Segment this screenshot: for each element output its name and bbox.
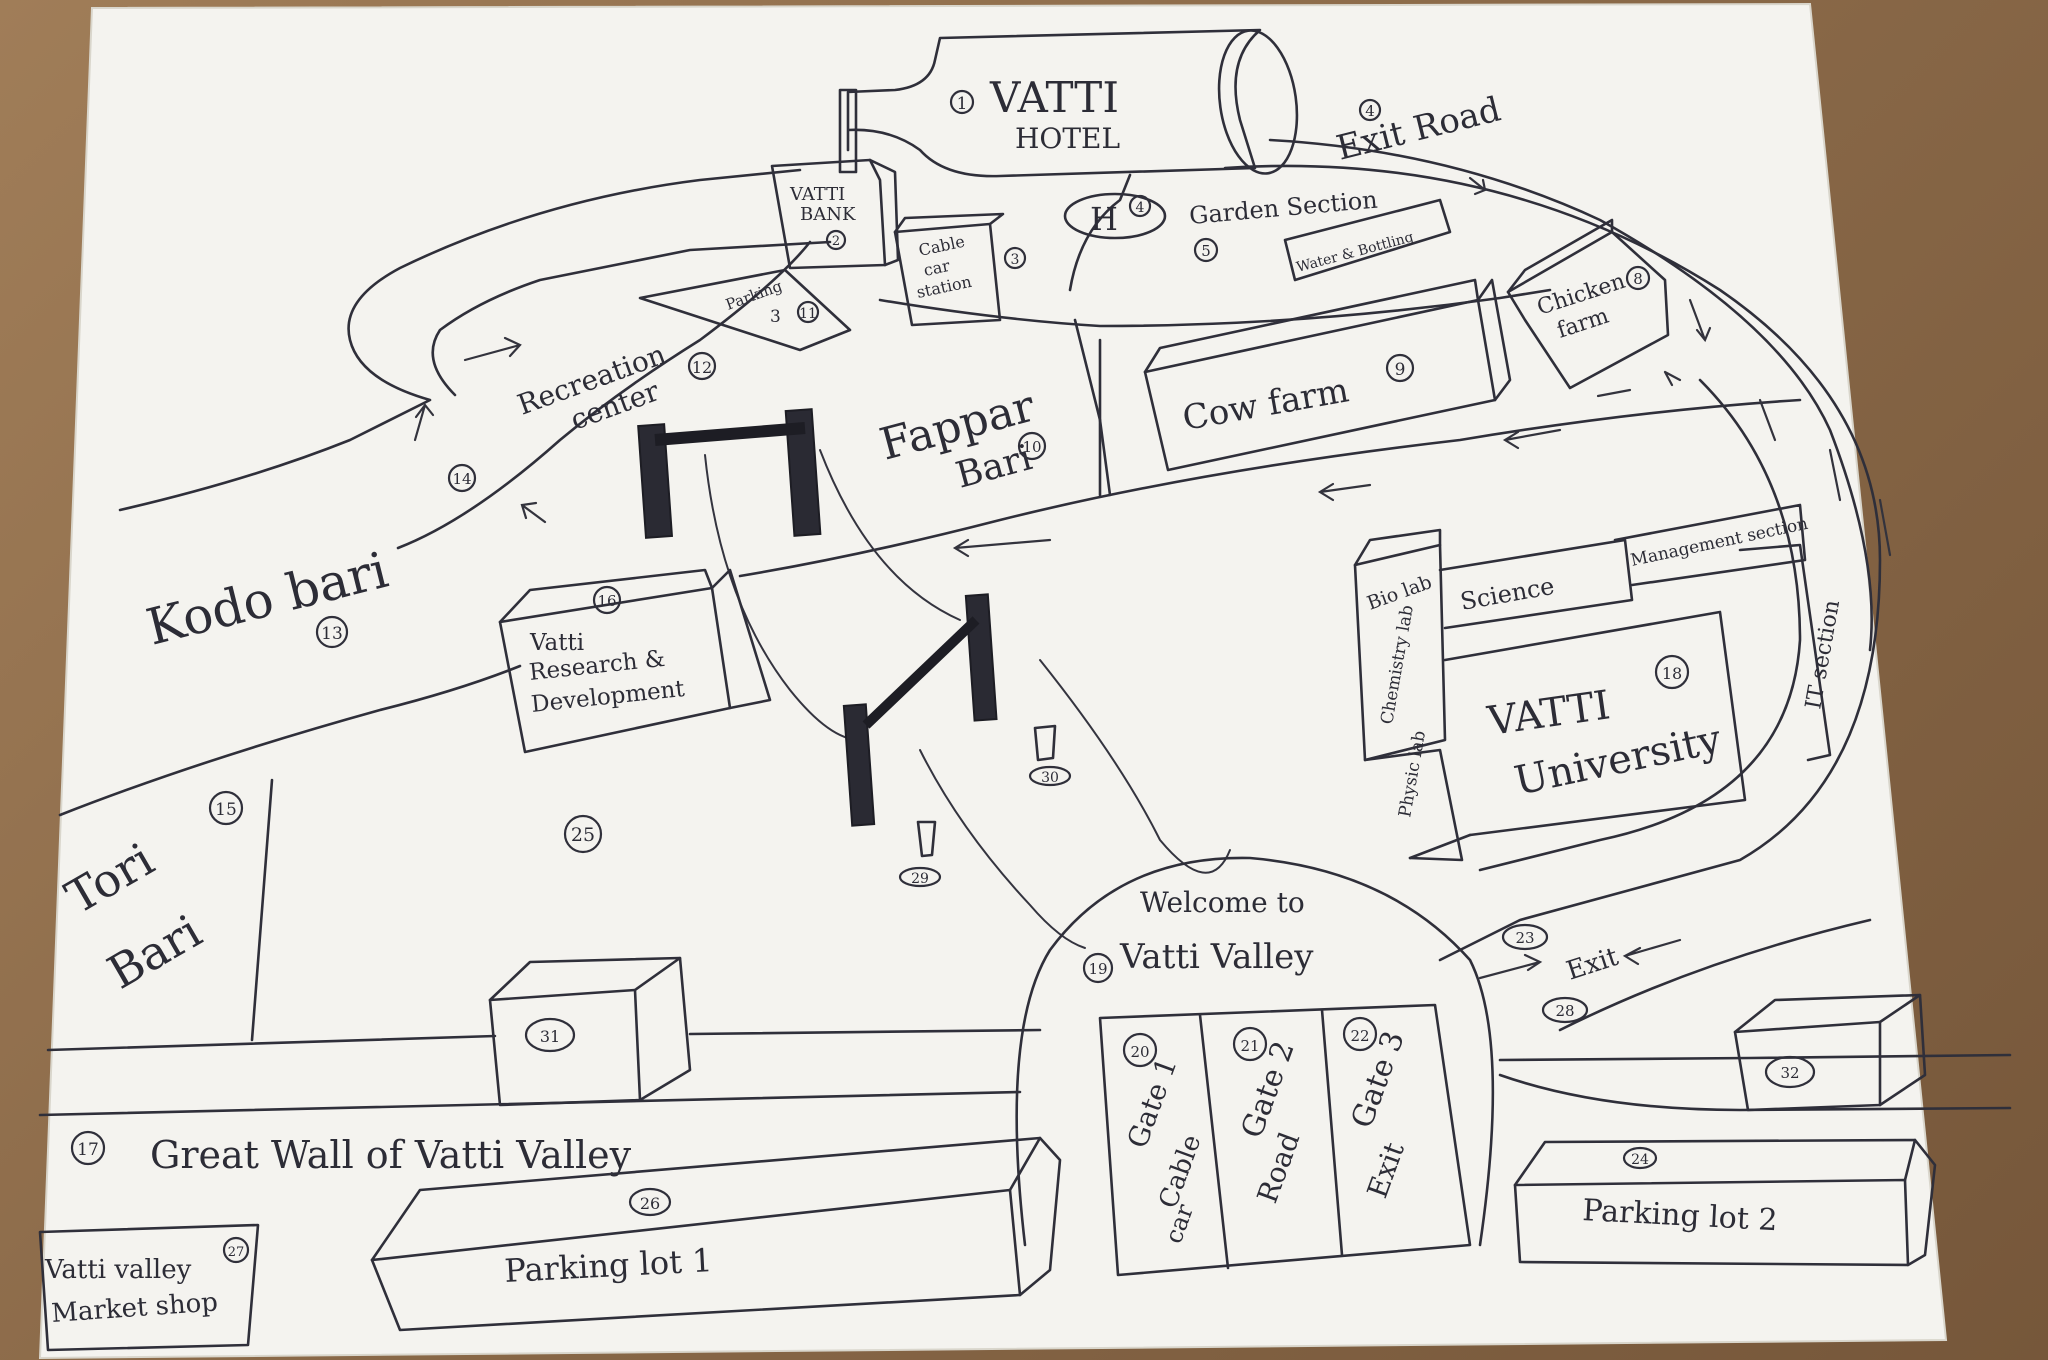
hotel-label-2: HOTEL [1015, 122, 1120, 155]
cable-car-30: 30 [1028, 724, 1072, 787]
svg-text:VATTI: VATTI [789, 184, 845, 205]
svg-text:4: 4 [1136, 200, 1145, 216]
svg-text:Vatti valley: Vatti valley [44, 1255, 192, 1285]
svg-text:H: H [1090, 200, 1118, 238]
svg-text:BANK: BANK [800, 204, 856, 225]
box-31: 31 [488, 956, 692, 1107]
svg-text:28: 28 [1555, 1002, 1574, 1020]
svg-text:25: 25 [571, 824, 595, 846]
svg-text:13: 13 [321, 624, 343, 644]
hotel-label-1: VATTI [989, 73, 1119, 122]
svg-text:27: 27 [228, 1245, 245, 1260]
cable-car-poles [637, 408, 998, 827]
parking-lot-1: 26 Parking lot 1 [370, 1136, 1062, 1332]
zone-25: 25 [563, 814, 603, 854]
svg-text:14: 14 [452, 470, 471, 488]
market-shop: Vatti valley Market shop 27 [38, 1223, 260, 1352]
svg-text:10: 10 [1022, 438, 1041, 456]
vatti-bank: VATTI BANK 2 [770, 158, 900, 270]
svg-text:Vatti: Vatti [529, 630, 584, 656]
svg-text:12: 12 [692, 358, 712, 377]
svg-text:21: 21 [1240, 1037, 1259, 1055]
svg-text:2: 2 [832, 234, 840, 249]
svg-text:31: 31 [540, 1027, 560, 1046]
svg-text:9: 9 [1395, 360, 1406, 380]
svg-text:20: 20 [1130, 1043, 1149, 1061]
svg-text:32: 32 [1780, 1064, 1799, 1082]
svg-text:16: 16 [597, 592, 616, 610]
svg-text:8: 8 [1633, 270, 1643, 288]
svg-text:18: 18 [1662, 664, 1682, 683]
svg-text:Vatti Valley: Vatti Valley [1119, 937, 1314, 977]
svg-text:26: 26 [640, 1194, 660, 1213]
svg-text:15: 15 [215, 800, 237, 820]
svg-text:24: 24 [1631, 1152, 1649, 1168]
svg-text:19: 19 [1088, 960, 1107, 978]
svg-text:3: 3 [1011, 252, 1020, 268]
svg-text:22: 22 [1350, 1027, 1369, 1045]
svg-text:Welcome to: Welcome to [1140, 886, 1305, 919]
hotel-num: 1 [957, 94, 968, 114]
svg-text:30: 30 [1041, 770, 1059, 786]
great-wall: 17 Great Wall of Vatti Valley [70, 1130, 632, 1177]
svg-text:3: 3 [770, 307, 781, 327]
hotel-building: 1 VATTI HOTEL [838, 28, 1299, 178]
svg-text:29: 29 [911, 871, 929, 887]
svg-text:23: 23 [1515, 929, 1534, 947]
helipad: H 4 [1063, 192, 1167, 240]
svg-text:11: 11 [799, 306, 817, 322]
svg-text:Great Wall of Vatti Valley: Great Wall of Vatti Valley [150, 1133, 632, 1177]
svg-text:17: 17 [77, 1140, 99, 1160]
svg-text:5: 5 [1201, 242, 1211, 260]
box-32: 32 [1733, 993, 1927, 1112]
svg-text:4: 4 [1365, 102, 1375, 120]
cable-car-29: 29 [898, 820, 942, 888]
